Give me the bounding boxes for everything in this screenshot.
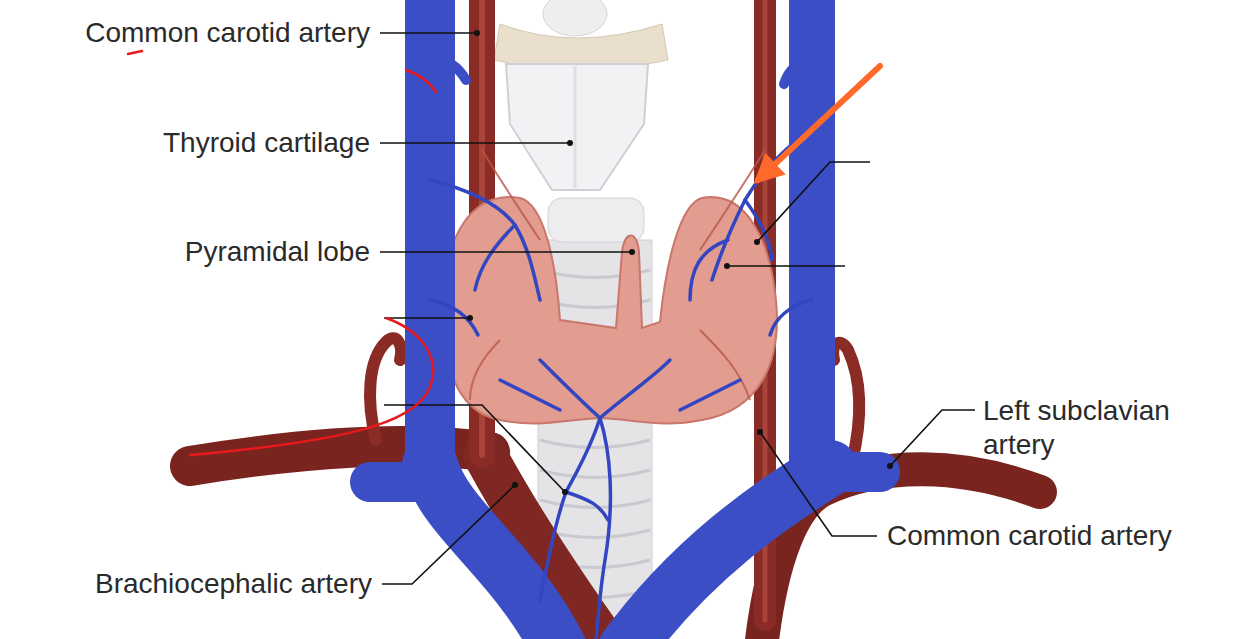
leader-line (382, 485, 515, 584)
veins (370, 0, 880, 639)
gland-arteries (470, 150, 765, 400)
thyroid-gland (443, 197, 777, 423)
leader-dot (562, 489, 568, 495)
leader-line (757, 162, 870, 242)
vein-branch (566, 492, 608, 520)
left-brachiocephalic-vein (625, 468, 830, 639)
tracheal-ring (540, 440, 650, 448)
leader-dots (467, 30, 893, 495)
superior-thyroid-vein (712, 130, 812, 280)
leader-dot (567, 140, 573, 146)
part-label: Common carotid artery (887, 519, 1172, 553)
epiglottis (543, 0, 607, 36)
right-internal-jugular-vein (405, 0, 455, 470)
part-label: Thyroid cartilage (163, 126, 370, 160)
red-mark (406, 70, 436, 92)
part-label: Common carotid artery (85, 16, 370, 50)
leader-dot (887, 463, 893, 469)
leader-line (890, 410, 975, 466)
leader-dot (467, 315, 473, 321)
leader-line (384, 317, 470, 319)
leader-dot (724, 263, 730, 269)
leader-dot (512, 482, 518, 488)
inferior-thyroid-vein (540, 418, 600, 600)
vein-branch (680, 380, 740, 410)
leader-dot (474, 30, 480, 36)
gland-artery (470, 340, 500, 400)
superior-thyroid-vein (430, 180, 540, 300)
thyroid-cartilage (506, 64, 648, 190)
superior-thyroid-artery (482, 150, 540, 240)
vein-branch (500, 380, 560, 410)
leader-lines (380, 33, 975, 584)
middle-thyroid-vein (770, 300, 812, 335)
leader-line (384, 405, 565, 492)
gland-artery (700, 330, 750, 400)
superior-thyroid-artery (700, 150, 765, 250)
right-brachiocephalic-vein (430, 465, 560, 639)
red-curve (190, 318, 433, 455)
leader-line (380, 142, 570, 144)
thyroid-veins (430, 130, 812, 639)
leader-dot (754, 239, 760, 245)
leader-line (380, 32, 477, 34)
cartilage-ridge (574, 66, 577, 188)
leader-line (760, 432, 877, 536)
leader-line (727, 265, 845, 267)
leader-line (380, 251, 632, 253)
facial-vein (432, 60, 466, 80)
inferior-thyroid-vein (596, 418, 610, 639)
vein-branch (690, 240, 728, 300)
red-mark (128, 51, 142, 54)
part-label: Pyramidal lobe (185, 235, 370, 269)
facial-vein (784, 60, 812, 84)
part-label: Left subclavian artery (983, 394, 1193, 461)
vein-branch (475, 225, 515, 290)
part-label: Brachiocephalic artery (95, 567, 372, 601)
red-annotations (128, 51, 436, 455)
orange-arrow (758, 66, 880, 180)
leader-dot (629, 249, 635, 255)
leader-dot (757, 429, 763, 435)
tracheal-ring (540, 470, 650, 478)
